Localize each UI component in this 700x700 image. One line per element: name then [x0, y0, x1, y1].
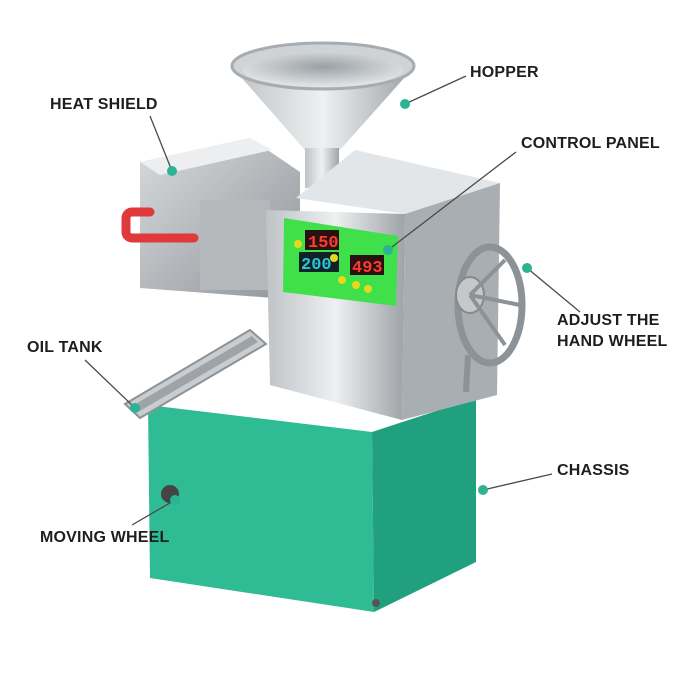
- label-control-panel: CONTROL PANEL: [521, 135, 660, 152]
- panel-button: [338, 276, 346, 284]
- panel-button: [352, 281, 360, 289]
- label-heat-shield: HEAT SHIELD: [50, 96, 158, 113]
- leader-lines: [84, 75, 581, 526]
- panel-button: [330, 254, 338, 262]
- marker-heat-shield: [167, 166, 177, 176]
- marker-hand-wheel: [522, 263, 532, 273]
- marker-moving-wheel: [170, 495, 180, 505]
- oil-tank: [123, 328, 268, 420]
- label-hand-wheel-line2: HAND WHEEL: [557, 333, 668, 350]
- label-oil-tank: OIL TANK: [27, 339, 103, 356]
- panel-button: [364, 285, 372, 293]
- label-hand-wheel-line1: ADJUST THE: [557, 312, 660, 329]
- hand-wheel: [454, 243, 526, 393]
- panel-button: [294, 240, 302, 248]
- chassis: [148, 398, 476, 612]
- label-moving-wheel: MOVING WHEEL: [40, 529, 170, 546]
- red-handle: [121, 207, 199, 243]
- display-bottom: 200: [301, 256, 332, 275]
- marker-chassis: [478, 485, 488, 495]
- display-right: 493: [352, 259, 383, 278]
- markers: [130, 99, 532, 505]
- marker-oil-tank: [130, 403, 140, 413]
- label-chassis: CHASSIS: [557, 462, 630, 479]
- marker-control-panel: [383, 245, 393, 255]
- display-top: 150: [308, 234, 339, 253]
- marker-hopper: [400, 99, 410, 109]
- label-hopper: HOPPER: [470, 64, 539, 81]
- heat-shield: [121, 138, 300, 300]
